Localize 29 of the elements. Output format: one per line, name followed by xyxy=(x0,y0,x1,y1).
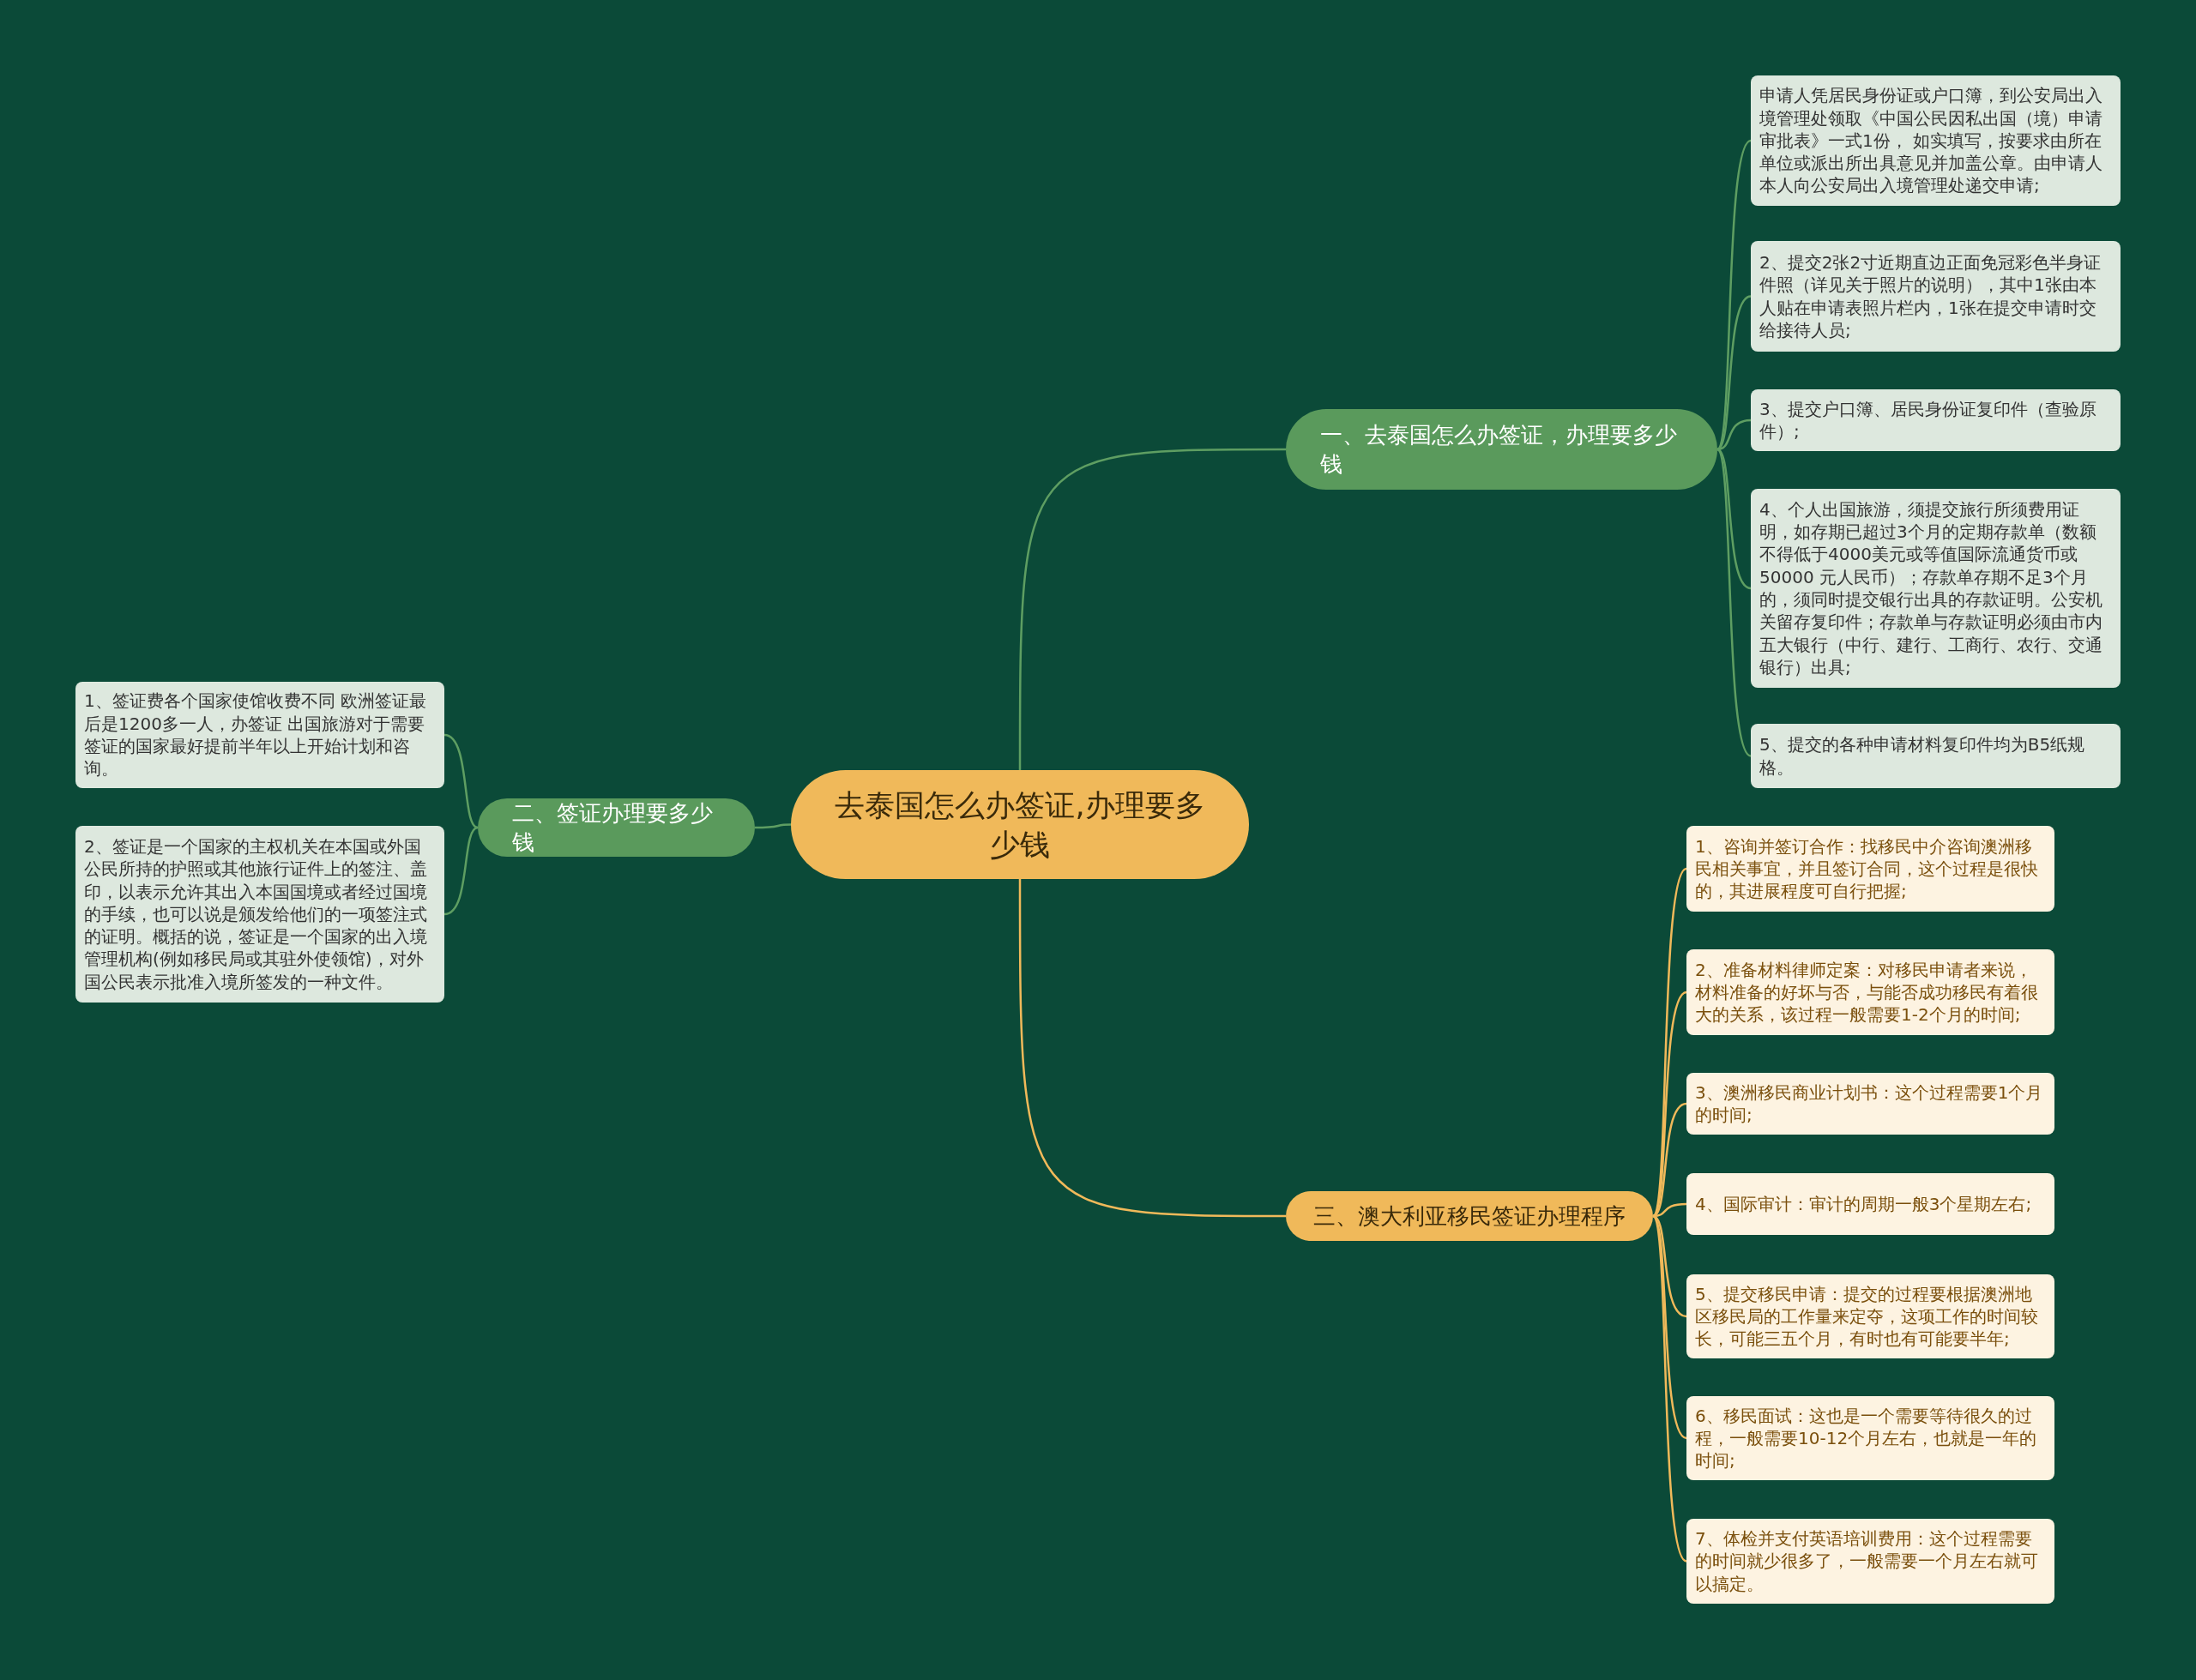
connector xyxy=(443,733,479,829)
connector xyxy=(443,826,479,916)
note-box: 申请人凭居民身份证或户口簿，到公安局出入境管理处领取《中国公民因私出国（境）申请审批表》一式1份， 如实填写，按要求由所在单位或派出所出具意见并加盖公章。由申请人本人向公安局出入境管理处递交申请; xyxy=(1751,75,2121,206)
connector xyxy=(1651,1215,1687,1563)
note-box: 5、提交移民申请：提交的过程要根据澳洲地区移民局的工作量来定夺，这项工作的时间较长，可能三五个月，有时也有可能要半年; xyxy=(1686,1274,2054,1358)
note-box: 4、个人出国旅游，须提交旅行所须费用证明，如存期已超过3个月的定期存款单（数额不得低于4000美元或等值国际流通货币或50000 元人民币）；存款单存期不足3个月的，须同时提交银行出具的存款证明。公安机关留存复印件；存款单与存款证明必须由市内五大银行（中行、建行、工商行、农行、交通银行）出具; xyxy=(1751,489,2121,688)
note-box: 2、提交2张2寸近期直边正面免冠彩色半身证件照（详见关于照片的说明），其中1张由本人贴在申请表照片栏内，1张在提交申请时交给接待人员; xyxy=(1751,241,2121,352)
connector xyxy=(1018,448,1286,770)
note-box: 5、提交的各种申请材料复印件均为B5纸规格。 xyxy=(1751,724,2121,788)
note-box: 3、提交户口簿、居民身份证复印件（查验原件）; xyxy=(1751,389,2121,451)
branch-topic: 一、去泰国怎么办签证，办理要多少钱 xyxy=(1286,409,1717,490)
note-box: 6、移民面试：这也是一个需要等待很久的过程，一般需要10-12个月左右，也就是一年的时间; xyxy=(1686,1396,2054,1480)
note-box: 3、澳洲移民商业计划书：这个过程需要1个月的时间; xyxy=(1686,1073,2054,1135)
connector xyxy=(1018,879,1286,1218)
branch-topic: 二、签证办理要多少钱 xyxy=(478,798,755,857)
central-topic: 去泰国怎么办签证,办理要多少钱 xyxy=(791,770,1249,879)
connector xyxy=(1651,868,1687,1217)
note-box: 2、准备材料律师定案：对移民申请者来说，材料准备的好坏与否，与能否成功移民有着很大的关系，该过程一般需要1-2个月的时间; xyxy=(1686,949,2054,1035)
connector xyxy=(1716,140,1752,450)
connector xyxy=(1652,1215,1687,1439)
connector xyxy=(1652,991,1687,1217)
note-box: 2、签证是一个国家的主权机关在本国或外国公民所持的护照或其他旅行证件上的签注、盖印，以表示允许其出入本国国境或者经过国境的手续，也可以说是颁发给他们的一项签注式的证明。概括的说，签证是一个国家的出入境管理机构(例如移民局或其驻外使领馆)，对外国公民表示批准入境所签发的一种文件。 xyxy=(75,826,444,1003)
connector xyxy=(755,823,791,829)
note-box: 1、签证费各个国家使馆收费不同 欧洲签证最后是1200多一人，办签证 出国旅游对于需要签证的国家最好提前半年以上开始计划和咨询。 xyxy=(75,682,444,788)
connector xyxy=(1716,449,1752,757)
note-box: 7、体检并支付英语培训费用：这个过程需要的时间就少很多了，一般需要一个月左右就可以搞定。 xyxy=(1686,1519,2054,1604)
branch-topic: 三、澳大利亚移民签证办理程序 xyxy=(1286,1191,1653,1241)
note-box: 1、咨询并签订合作：找移民中介咨询澳洲移民相关事宜，并且签订合同，这个过程是很快的，其进展程度可自行把握; xyxy=(1686,826,2054,912)
note-box: 4、国际审计：审计的周期一般3个星期左右; xyxy=(1686,1173,2054,1235)
